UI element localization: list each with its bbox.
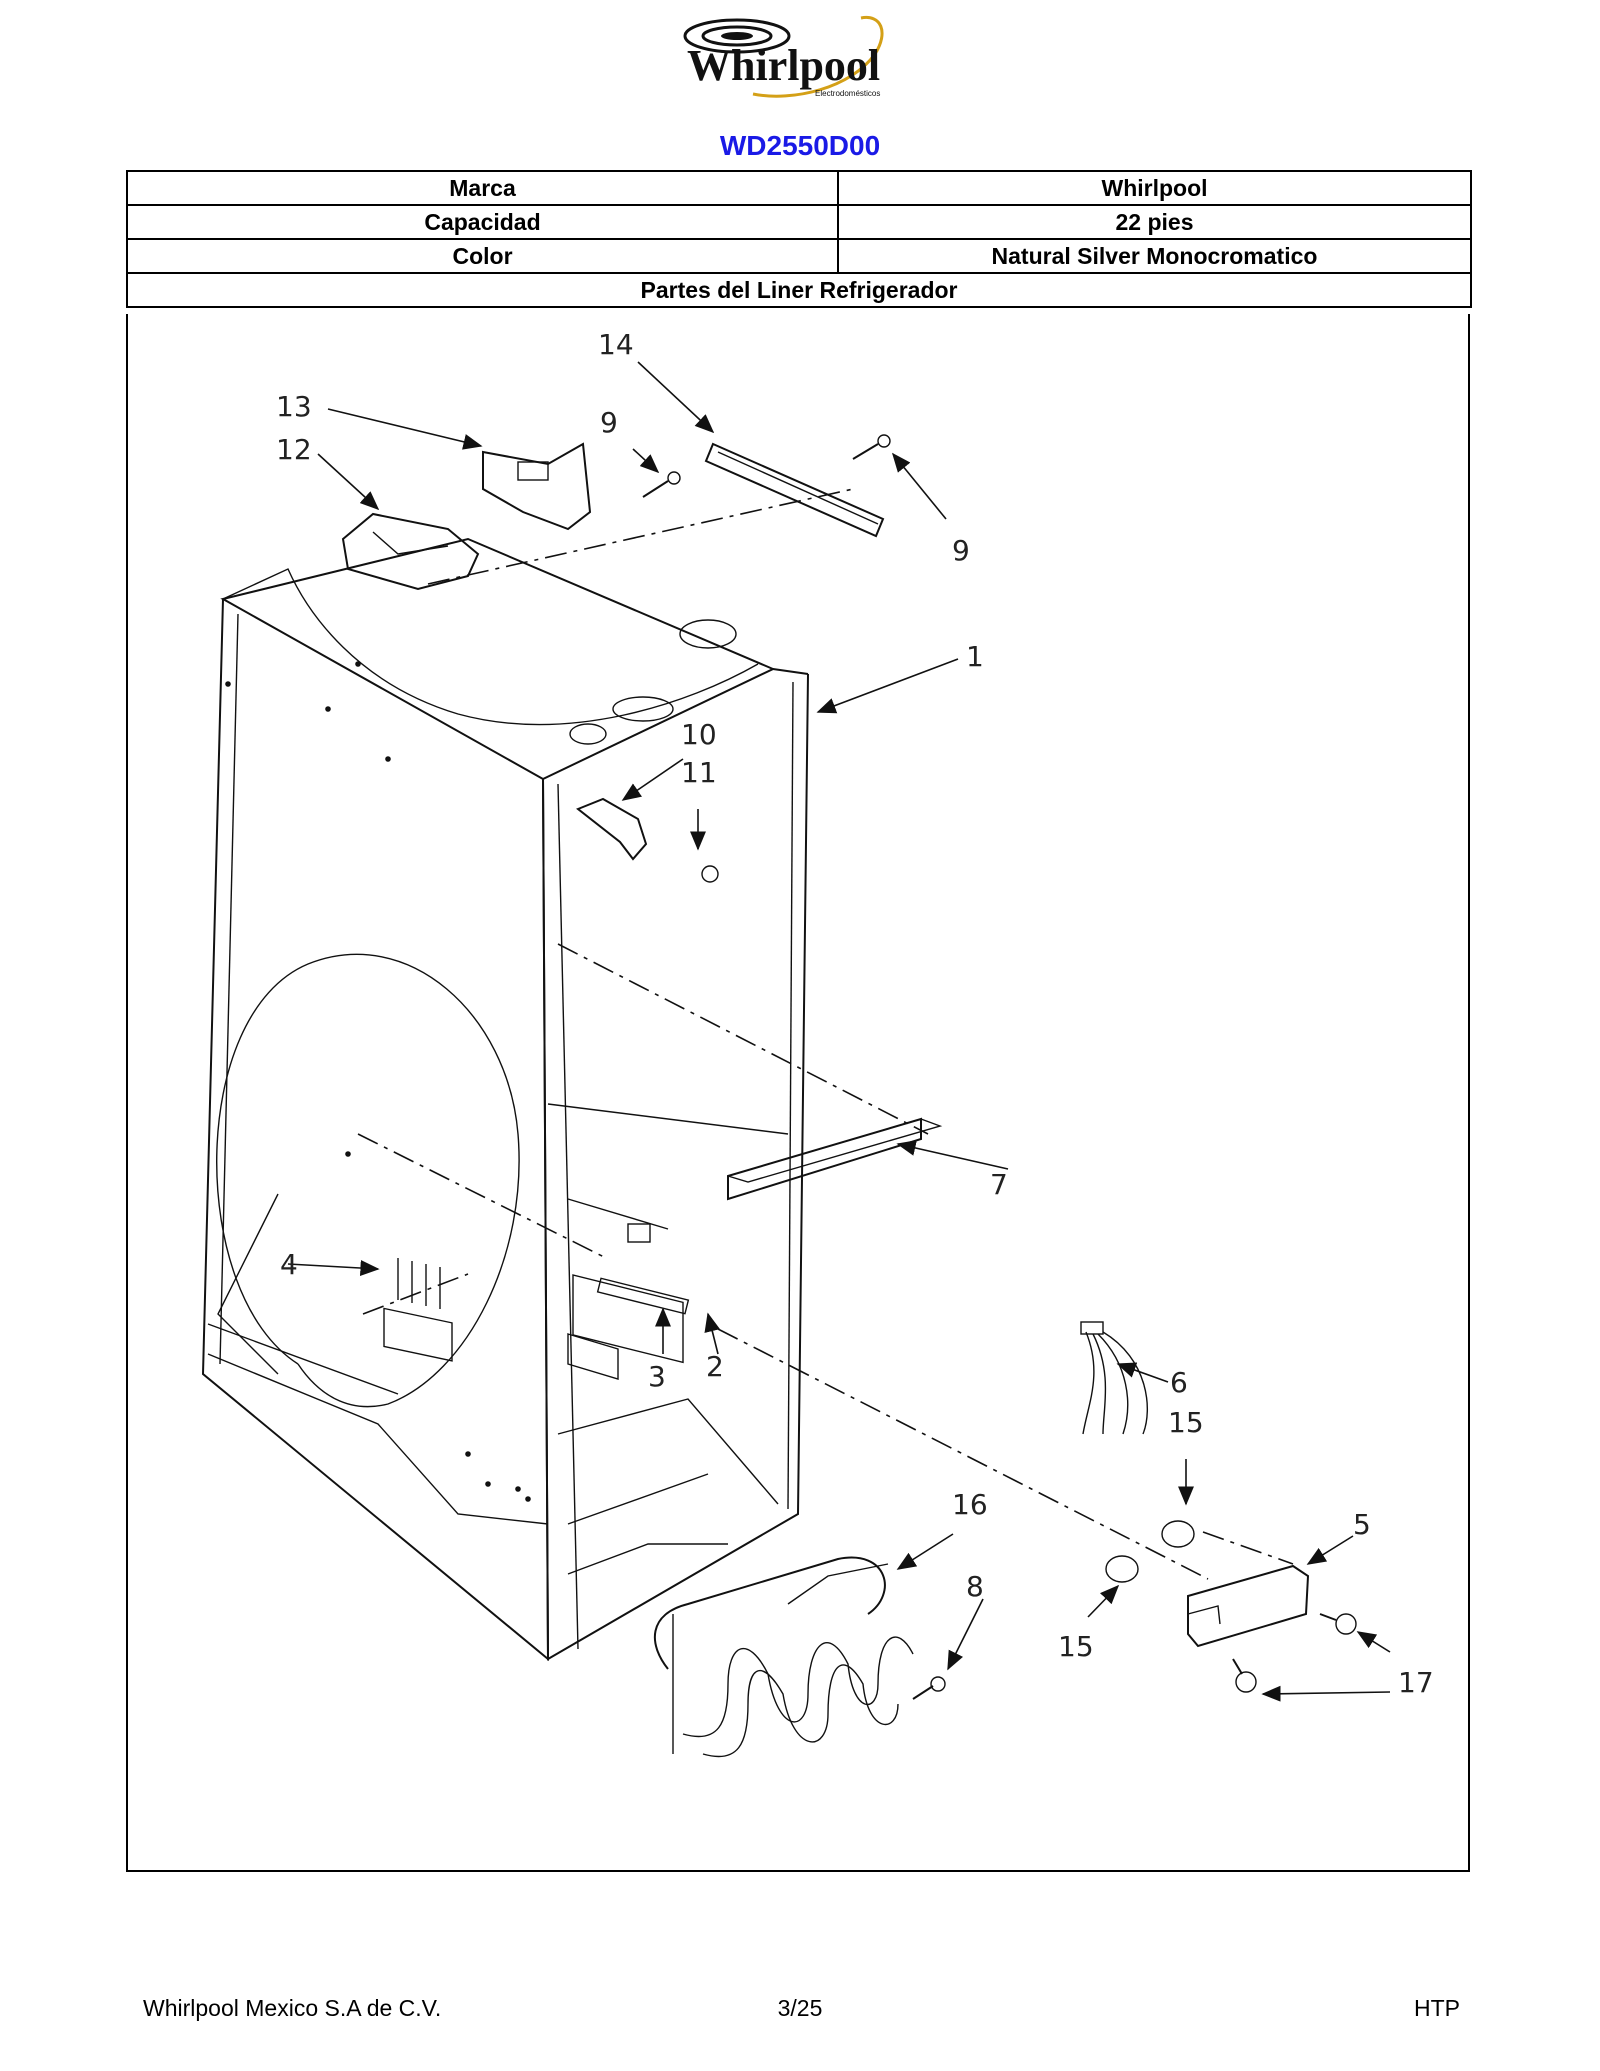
- leader-lines: [287, 361, 1391, 1702]
- fasteners: [642, 434, 1357, 1700]
- callout-17: 17: [1398, 1666, 1434, 1699]
- section-title: Partes del Liner Refrigerador: [126, 272, 1472, 308]
- callout-6: 6: [1170, 1366, 1188, 1399]
- evaporator-coil-part-16: [654, 1556, 914, 1758]
- spec-row-capacity: Capacidad 22 pies: [126, 204, 1472, 240]
- callout-numbers: 14 13 9 12 9 1 10 11 7 4 3 2 6 15 16 5 8…: [276, 328, 1434, 1699]
- damper-part-12: [341, 512, 480, 591]
- spec-table: Marca Whirlpool Capacidad 22 pies Color …: [126, 170, 1472, 308]
- callout-3: 3: [648, 1360, 666, 1393]
- callout-11: 11: [681, 756, 717, 789]
- model-number: WD2550D00: [719, 130, 881, 161]
- footer-code: HTP: [1414, 1995, 1460, 2021]
- liner-cabinet: [201, 537, 809, 1662]
- section-title-row: Partes del Liner Refrigerador: [126, 272, 1472, 308]
- callout-4: 4: [280, 1248, 298, 1281]
- grille-part-4: [383, 1258, 453, 1362]
- spec-row-color: Color Natural Silver Monocromatico: [126, 238, 1472, 274]
- callout-5: 5: [1353, 1508, 1371, 1541]
- bracket-part-10: [576, 797, 648, 861]
- spec-label: Color: [126, 238, 839, 274]
- assembly-lines: [357, 488, 1294, 1580]
- spec-label: Capacidad: [126, 204, 839, 240]
- spec-value: Whirlpool: [837, 170, 1472, 206]
- exploded-parts-diagram: 14 13 9 12 9 1 10 11 7 4 3 2 6 15 16 5 8…: [201, 328, 1434, 1758]
- crossbar-part-7: [727, 1117, 943, 1201]
- footer-company: Whirlpool Mexico S.A de C.V.: [143, 1995, 442, 2021]
- callout-13: 13: [276, 390, 312, 423]
- svg-text:Whirlpool: Whirlpool: [687, 41, 880, 90]
- rail-part-14: [704, 442, 885, 538]
- callout-16: 16: [952, 1488, 988, 1521]
- footer-page-number: 3/25: [777, 1995, 823, 2021]
- spec-value: 22 pies: [837, 204, 1472, 240]
- spec-label: Marca: [126, 170, 839, 206]
- bracket-part-13: [482, 442, 592, 531]
- callout-2: 2: [706, 1350, 724, 1383]
- drain-trough-part-5: [1187, 1564, 1310, 1648]
- callout-15: 15: [1058, 1630, 1094, 1663]
- whirlpool-logo: Whirlpool Electrodomésticos: [683, 15, 884, 98]
- callout-9: 9: [600, 406, 618, 439]
- callout-14: 14: [598, 328, 634, 361]
- spec-value: Natural Silver Monocromatico: [837, 238, 1472, 274]
- callout-12: 12: [276, 433, 312, 466]
- spec-row-brand: Marca Whirlpool: [126, 170, 1472, 206]
- callout-10: 10: [681, 718, 717, 751]
- callout-9: 9: [952, 534, 970, 567]
- svg-text:Electrodomésticos: Electrodomésticos: [815, 89, 880, 98]
- wire-harness-part-6: [1080, 1321, 1148, 1435]
- callout-1: 1: [966, 640, 984, 673]
- parts-diagram-frame: 14 13 9 12 9 1 10 11 7 4 3 2 6 15 16 5 8…: [126, 314, 1470, 1872]
- callout-7: 7: [990, 1168, 1008, 1201]
- callout-15: 15: [1168, 1406, 1204, 1439]
- callout-8: 8: [966, 1570, 984, 1603]
